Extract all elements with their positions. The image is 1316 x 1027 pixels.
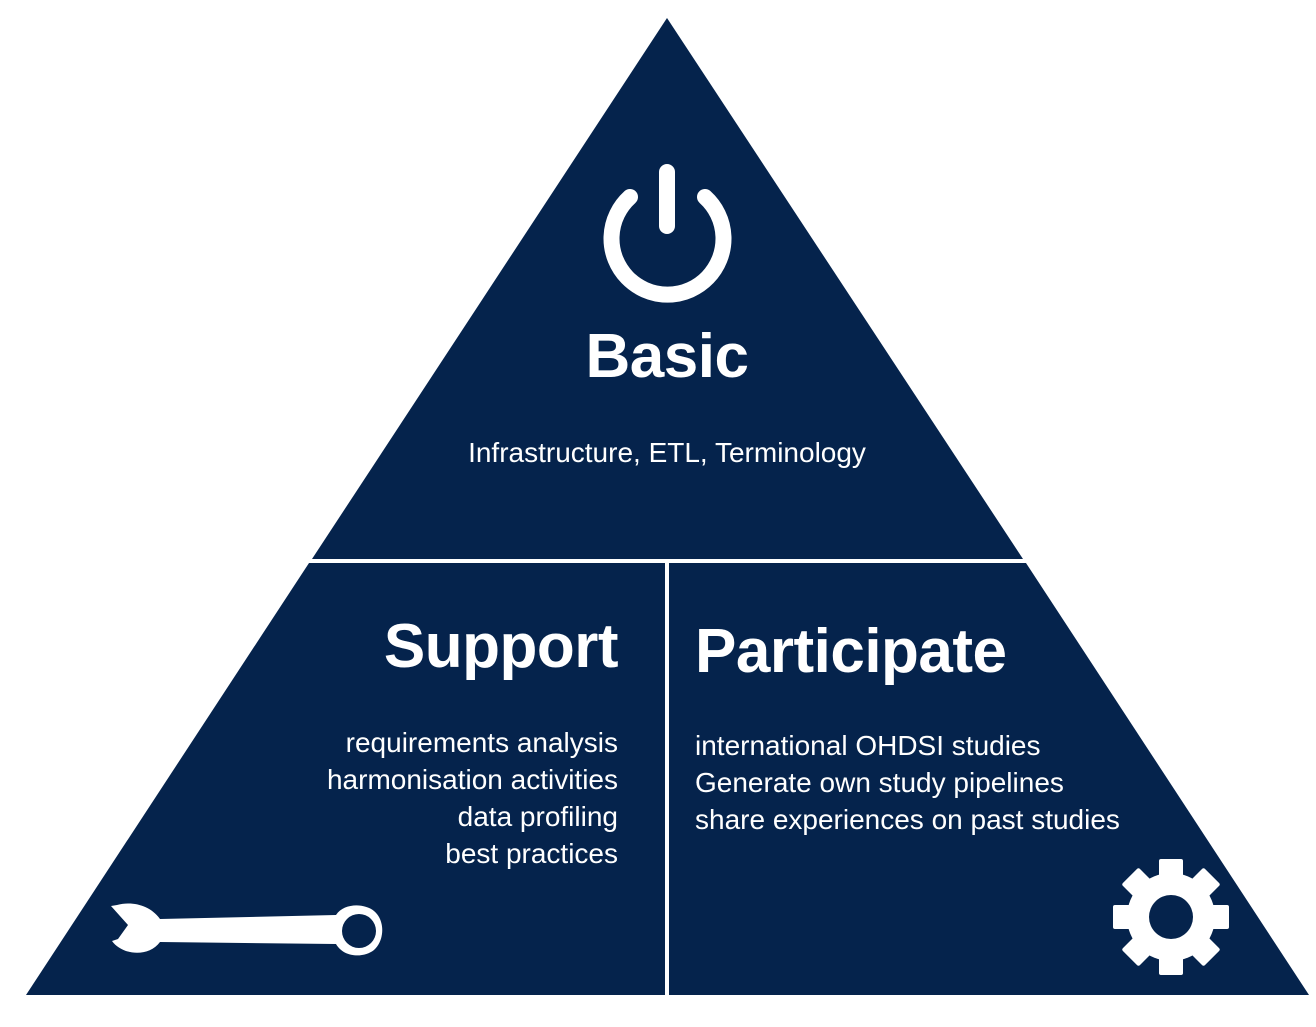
- support-section: [26, 563, 665, 995]
- support-list: requirements analysis harmonisation acti…: [327, 724, 618, 872]
- wrench-icon: [111, 903, 383, 956]
- support-item: best practices: [445, 838, 618, 869]
- support-item: requirements analysis: [345, 727, 618, 758]
- gear-icon: [1113, 859, 1229, 975]
- basic-title: Basic: [585, 322, 749, 391]
- support-title: Support: [383, 612, 619, 681]
- power-icon: [603, 164, 732, 303]
- participate-title: Participate: [695, 617, 1007, 686]
- participate-item: international OHDSI studies: [695, 730, 1041, 761]
- support-item: data profiling: [457, 801, 618, 832]
- basic-subtitle: Infrastructure, ETL, Terminology: [468, 437, 866, 468]
- support-item: harmonisation activities: [326, 764, 618, 795]
- participate-item: Generate own study pipelines: [695, 767, 1064, 798]
- participate-list: international OHDSI studies Generate own…: [695, 727, 1120, 838]
- participate-item: share experiences on past studies: [695, 804, 1120, 835]
